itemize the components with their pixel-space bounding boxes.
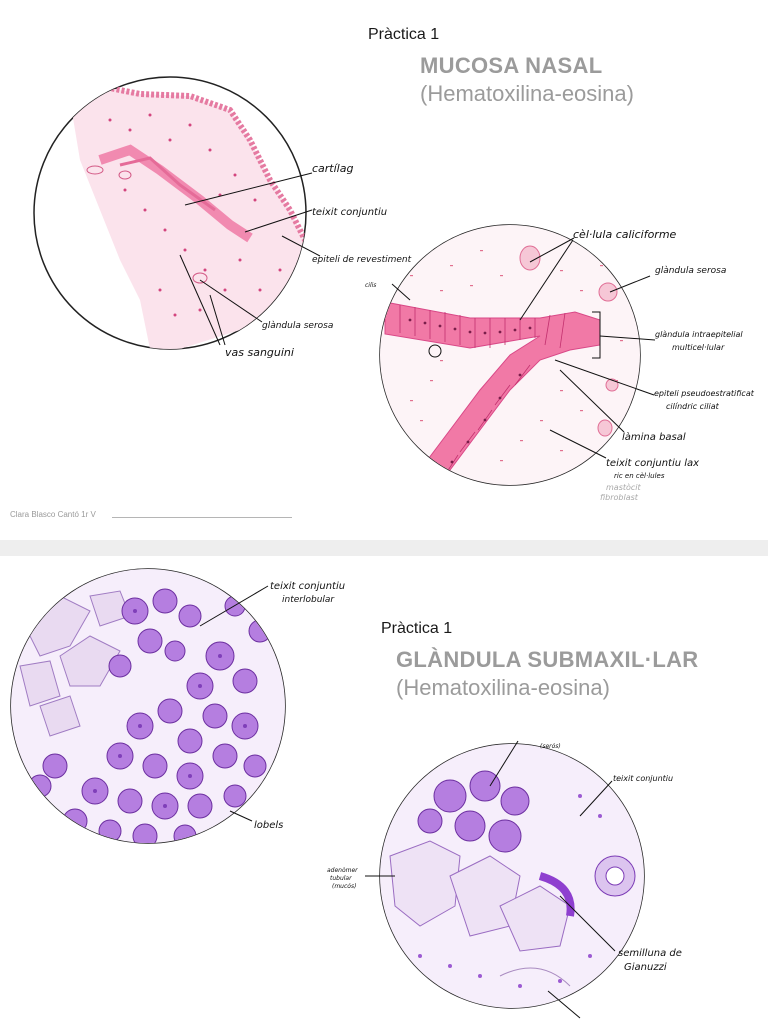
label-teixit-lax-1: teixit conjuntiu lax xyxy=(606,458,699,469)
label-semilluna-2: Gianuzzi xyxy=(624,962,667,973)
leader-lines-circle1 xyxy=(179,172,321,346)
label-teixit-interlobular-2: interlobular xyxy=(282,595,335,605)
label-lamina-basal: làmina basal xyxy=(622,431,686,443)
leader-lines-circle3 xyxy=(199,585,269,822)
author-name: Clara Blasco Cantó 1r V xyxy=(10,510,96,519)
leader-lines-circle4 xyxy=(365,740,616,1019)
glandula-submaxillar-diagram: teixit conjuntiu interlobular lobels xyxy=(10,568,682,1019)
label-adenomer-3: (mucós) xyxy=(332,883,356,890)
label-vas-sanguini: vas sanguini xyxy=(225,346,294,359)
page-subtitle-2: (Hematoxilina-eosina) xyxy=(396,675,610,700)
label-adenomer-2: tubular xyxy=(330,875,352,882)
leader-lines-circle2 xyxy=(391,237,656,459)
label-glandula-intraepitelial-2: multicel·lular xyxy=(672,343,725,352)
label-teixit-lax-2: ric en cèl·lules xyxy=(614,472,665,480)
label-cartilag: cartílag xyxy=(312,162,353,175)
label-epiteli-pseudo-2: cilíndric ciliat xyxy=(666,402,720,411)
label-glandula-intraepitelial-1: glàndula intraepitelial xyxy=(655,330,743,339)
page-subtitle: (Hematoxilina-eosina) xyxy=(420,81,634,106)
page-mucosa-nasal: Pràctica 1 MUCOSA NASAL (Hematoxilina-eo… xyxy=(10,26,755,519)
label-glandula-serosa: glàndula serosa xyxy=(655,266,726,276)
label-adenomer-1: adenòmer xyxy=(327,867,358,874)
author-underline xyxy=(112,517,292,518)
micrograph-high-magnification xyxy=(379,224,641,486)
micrograph-low-magnification xyxy=(33,76,307,350)
label-teixit-conjuntiu: teixit conjuntiu xyxy=(312,207,387,218)
label-mastocit: mastòcit xyxy=(606,482,642,492)
highlight-circle xyxy=(428,344,442,358)
practice-number-2: Pràctica 1 xyxy=(381,620,453,637)
label-serosos: (serós) xyxy=(540,743,561,750)
label-epiteli-revestiment: epiteli de revestiment xyxy=(312,255,412,265)
page-separator xyxy=(0,540,768,556)
mucosa-nasal-diagram: cartílag teixit conjuntiu epiteli de rev… xyxy=(33,76,755,502)
micrograph-semilluna xyxy=(379,743,645,1009)
bracket-glandula xyxy=(592,311,601,359)
label-glandula-serosa-small: glàndula serosa xyxy=(262,321,333,331)
micrograph-lobes xyxy=(10,568,286,844)
label-semilluna-1: semilluna de xyxy=(618,948,682,959)
label-teixit-conjuntiu: teixit conjuntiu xyxy=(613,774,673,783)
label-fibroblast: fibroblast xyxy=(600,493,639,502)
practice-number: Pràctica 1 xyxy=(368,26,440,43)
label-teixit-interlobular-1: teixit conjuntiu xyxy=(270,581,345,592)
label-cilis: cilis xyxy=(365,282,376,289)
label-cellula-caliciforme: cèl·lula caliciforme xyxy=(573,228,677,241)
page-title: MUCOSA NASAL xyxy=(420,53,603,78)
page-glandula-submaxillar: teixit conjuntiu interlobular lobels xyxy=(0,556,768,1024)
page-title-2: GLÀNDULA SUBMAXIL·LAR xyxy=(396,647,699,672)
label-epiteli-pseudo-1: epiteli pseudoestratificat xyxy=(654,389,755,398)
label-lobels: lobels xyxy=(254,820,283,831)
